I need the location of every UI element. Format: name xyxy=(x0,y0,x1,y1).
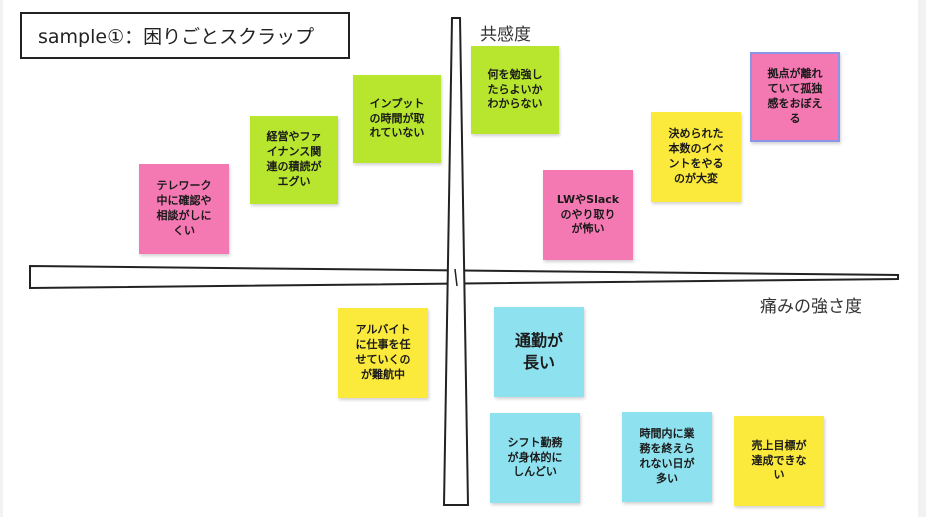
horizontal-axis-label: 痛みの強さ度 xyxy=(760,297,862,317)
sticky-note-arubaito[interactable]: アルバイト に仕事を任 せていくの が難航中 xyxy=(338,308,428,398)
sticky-note-keiei[interactable]: 経営やファ イナンス関 連の積読が エグい xyxy=(250,116,338,204)
left-edge-strip xyxy=(0,0,3,517)
vertical-axis-label: 共感度 xyxy=(480,25,531,45)
sticky-note-lw[interactable]: LWやSlack のやり取り が怖い xyxy=(543,170,633,260)
sticky-note-jikannai[interactable]: 時間内に業 務を終えら れない日が 多い xyxy=(622,412,712,502)
sticky-note-input[interactable]: インプット の時間が取 れていない xyxy=(353,75,441,163)
sticky-note-tsukin[interactable]: 通勤が 長い xyxy=(494,307,584,397)
right-edge-strip xyxy=(918,0,926,517)
axis-cross-line xyxy=(454,268,458,287)
page-title: sample①：困りごとスクラップ xyxy=(38,26,315,48)
sticky-note-kyoten[interactable]: 拠点が離れ ていて孤独 感をおぼえ る xyxy=(750,52,840,142)
sticky-note-telework[interactable]: テレワーク 中に確認や 相談がしに くい xyxy=(139,164,229,254)
title-box: sample①：困りごとスクラップ xyxy=(20,12,350,59)
sticky-note-nani[interactable]: 何を勉強し たらよいか わからない xyxy=(471,46,559,134)
vertical-axis xyxy=(442,17,470,506)
sticky-note-uriage[interactable]: 売上目標が 達成できな い xyxy=(734,416,824,506)
sticky-note-shift[interactable]: シフト勤務 が身体的に しんどい xyxy=(490,413,580,503)
sticky-note-kimerareta[interactable]: 決められた 本数のイベ ントをやる のが大変 xyxy=(651,112,741,202)
